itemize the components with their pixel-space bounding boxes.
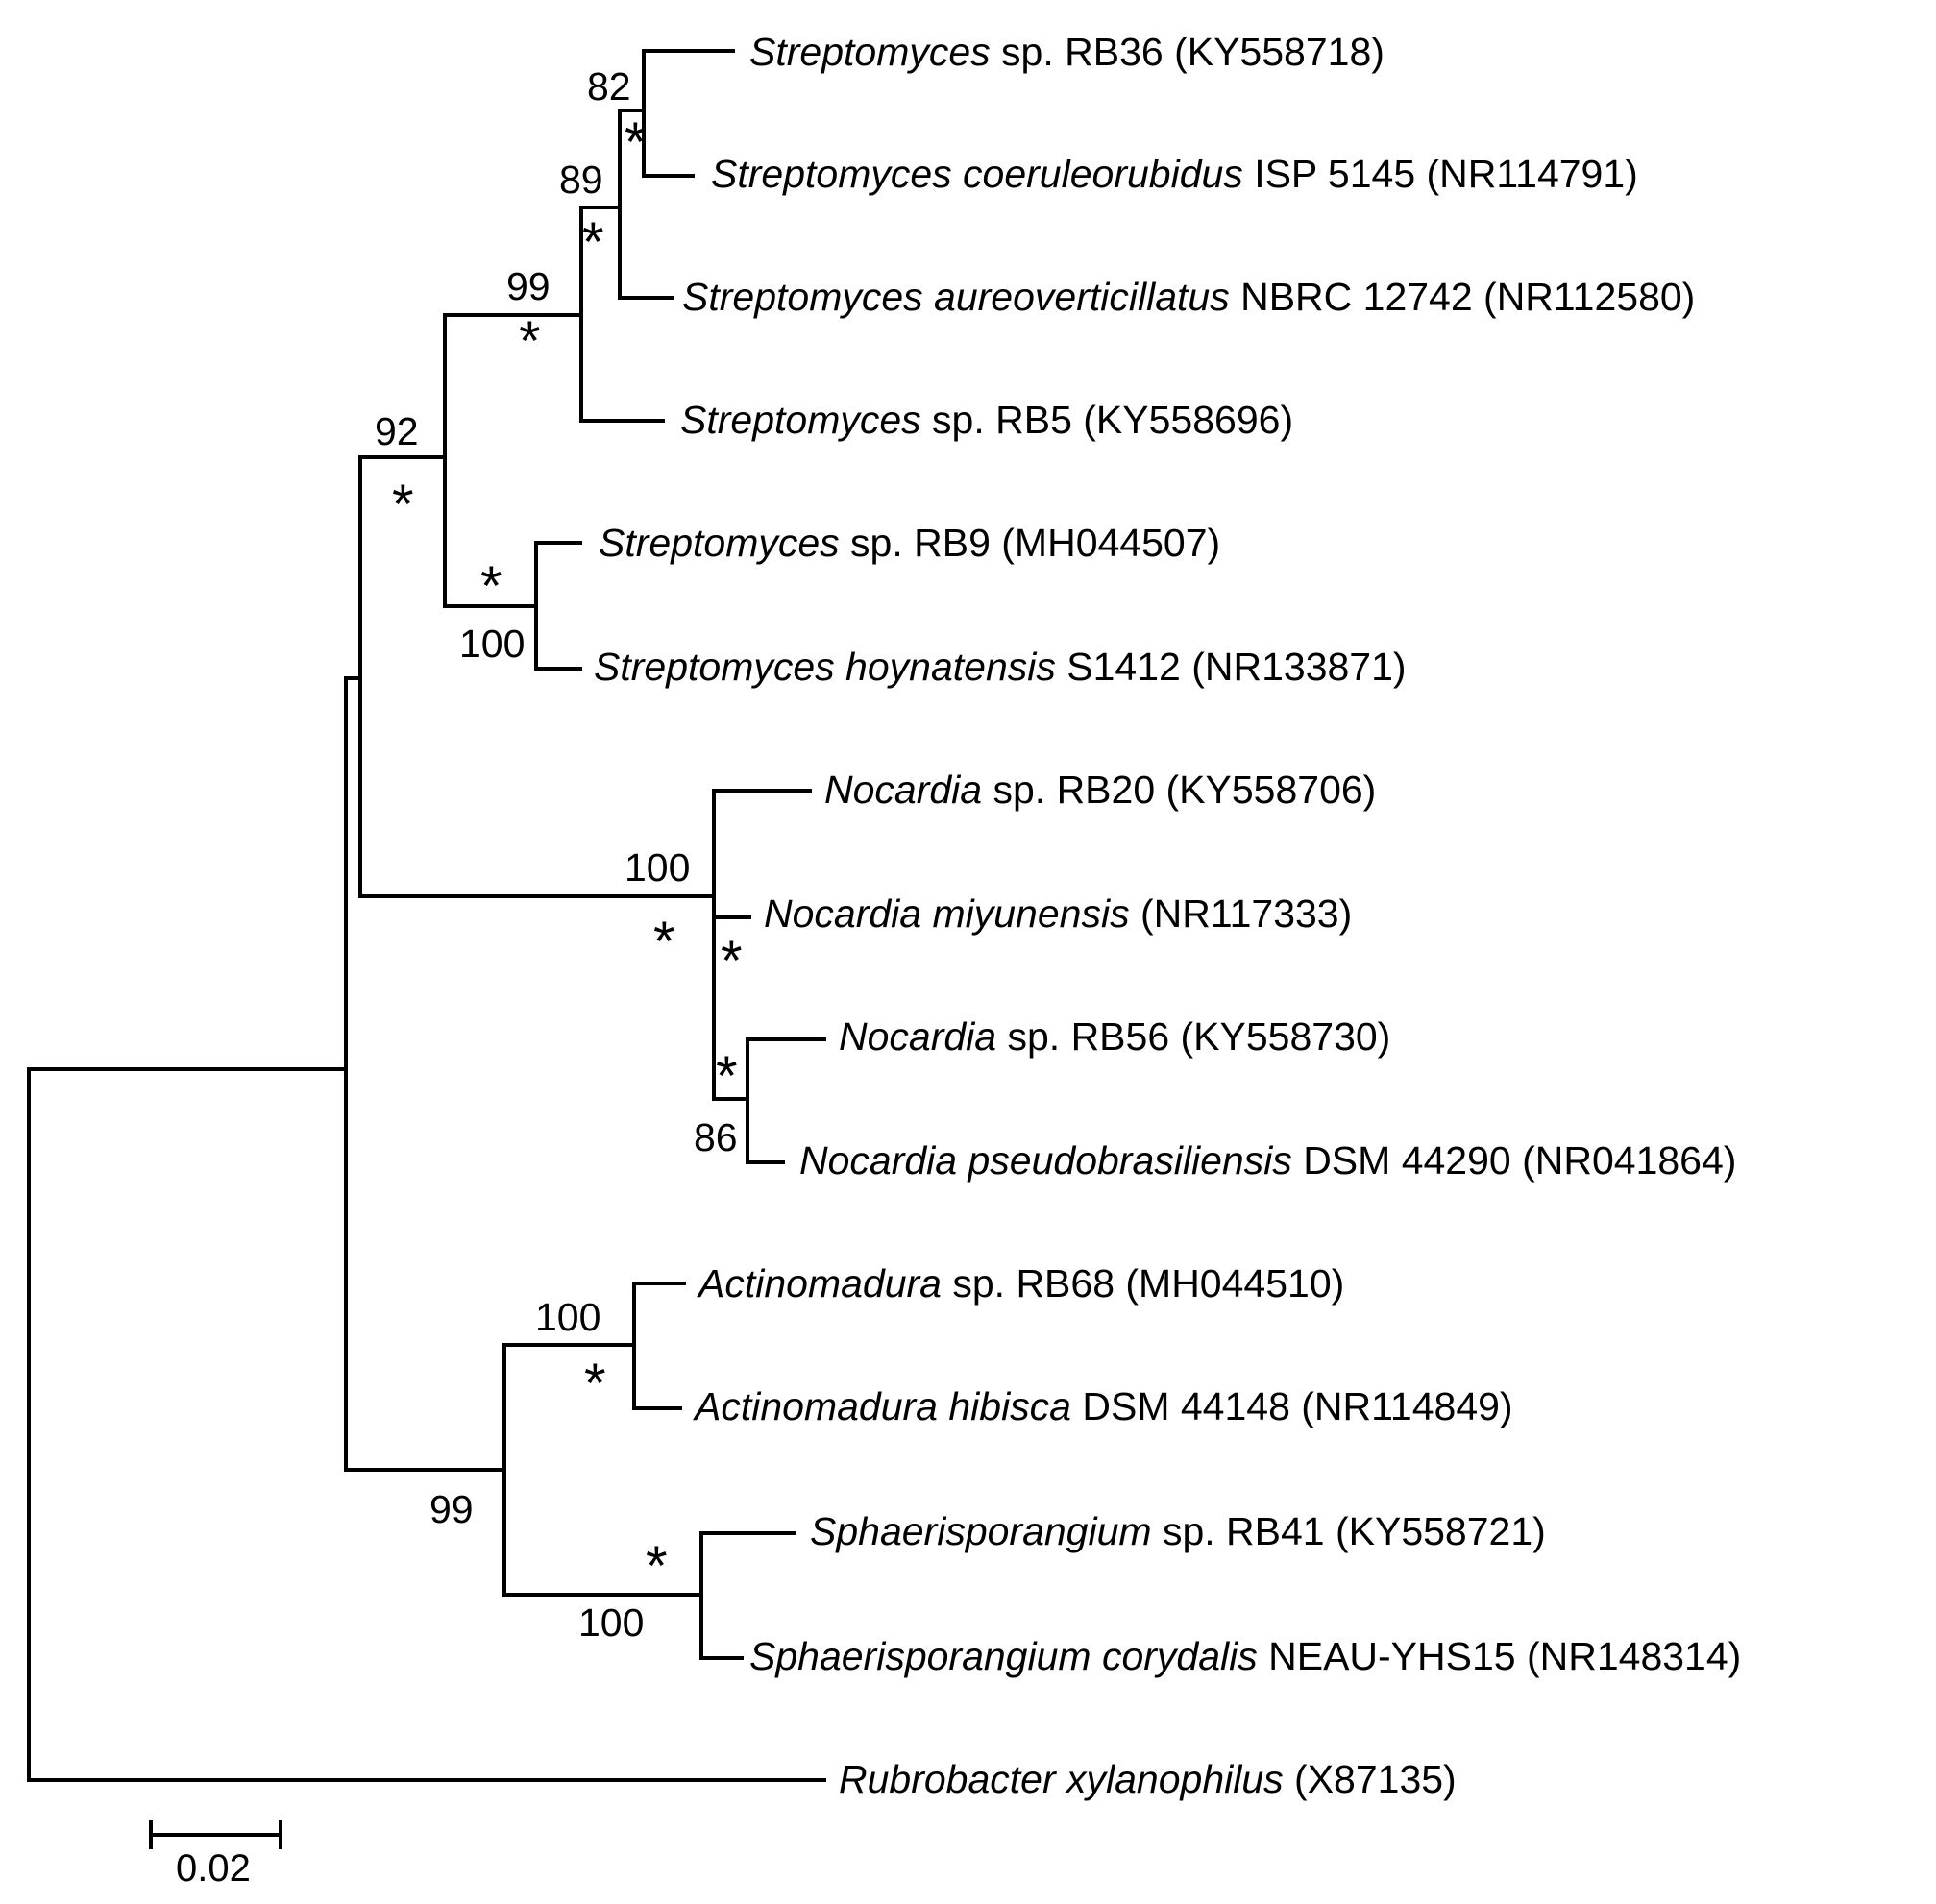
leaf-suffix: DSM 44290 (NR041864) xyxy=(1292,1138,1737,1183)
leaf-label: Streptomyces coeruleorubidus ISP 5145 (N… xyxy=(711,152,1638,196)
scale-bar: 0.02 xyxy=(149,1820,282,1890)
leaf-label: Nocardia sp. RB20 (KY558706) xyxy=(824,768,1376,812)
leaf-genus: Streptomyces xyxy=(599,521,840,565)
bootstrap-value: 99 xyxy=(429,1487,474,1531)
bootstrap-values: 82 89 99 92 100 100 86 100 99 100 xyxy=(375,64,738,1645)
leaf-genus: Streptomyces xyxy=(680,398,921,442)
leaf-label: Nocardia sp. RB56 (KY558730) xyxy=(839,1014,1390,1059)
leaf-epithet: miyunensis xyxy=(921,891,1129,936)
leaf-label: Streptomyces aureoverticillatus NBRC 127… xyxy=(682,275,1695,319)
asterisk-marker: * xyxy=(582,211,604,274)
asterisk-marker: * xyxy=(519,310,541,373)
leaf-suffix: sp. RB36 (KY558718) xyxy=(991,30,1385,74)
leaf-suffix: NEAU-YHS15 (NR148314) xyxy=(1258,1634,1742,1678)
leaf-suffix: sp. RB5 (KY558696) xyxy=(921,398,1293,442)
leaf-suffix: sp. RB9 (MH044507) xyxy=(840,521,1221,565)
bootstrap-value: 99 xyxy=(506,264,551,308)
leaf-epithet: xylanophilus xyxy=(1056,1757,1284,1801)
leaf-genus: Nocardia xyxy=(799,1138,957,1183)
leaf-suffix: NBRC 12742 (NR112580) xyxy=(1230,275,1696,319)
asterisk-marker: * xyxy=(625,111,647,174)
asterisk-marker: * xyxy=(392,474,414,536)
asterisk-marker: * xyxy=(653,911,675,973)
asterisk-marker: * xyxy=(646,1535,668,1598)
leaf-label: Nocardia miyunensis (NR117333) xyxy=(764,891,1352,936)
leaf-suffix: sp. RB20 (KY558706) xyxy=(982,768,1376,812)
bootstrap-value: 86 xyxy=(694,1115,738,1159)
leaf-suffix: S1412 (NR133871) xyxy=(1056,645,1407,689)
leaf-label: Actinomadura hibisca DSM 44148 (NR114849… xyxy=(692,1384,1513,1428)
scale-bar-label: 0.02 xyxy=(176,1847,251,1890)
asterisk-marker: * xyxy=(716,1045,738,1108)
leaf-suffix: (X87135) xyxy=(1284,1757,1457,1801)
leaf-suffix: sp. RB56 (KY558730) xyxy=(996,1014,1390,1059)
asterisk-marker: * xyxy=(480,555,502,618)
leaf-genus: Sphaerisporangium xyxy=(749,1634,1091,1678)
asterisk-markers: * * * * * * * * * * xyxy=(392,111,743,1598)
bootstrap-value: 100 xyxy=(459,622,525,666)
bootstrap-value: 89 xyxy=(559,158,603,202)
leaf-label: Streptomyces sp. RB36 (KY558718) xyxy=(749,30,1385,74)
leaf-genus: Streptomyces xyxy=(711,152,952,196)
leaf-genus: Sphaerisporangium xyxy=(810,1509,1152,1553)
leaf-genus: Rubrobacter xyxy=(839,1757,1058,1801)
bootstrap-value: 92 xyxy=(375,409,419,453)
bootstrap-value: 100 xyxy=(578,1600,644,1645)
leaf-label: Streptomyces sp. RB9 (MH044507) xyxy=(599,521,1220,565)
bootstrap-value: 82 xyxy=(587,64,631,109)
leaf-epithet: aureoverticillatus xyxy=(923,275,1230,319)
leaf-genus: Streptomyces xyxy=(682,275,923,319)
leaf-epithet: corydalis xyxy=(1091,1634,1258,1678)
leaf-label: Sphaerisporangium sp. RB41 (KY558721) xyxy=(810,1509,1546,1553)
leaf-suffix: ISP 5145 (NR114791) xyxy=(1243,152,1638,196)
leaf-label: Rubrobacter xylanophilus (X87135) xyxy=(839,1757,1457,1801)
leaf-suffix: (NR117333) xyxy=(1130,891,1353,936)
bootstrap-value: 100 xyxy=(535,1295,600,1339)
tree-branches xyxy=(27,49,826,1782)
leaf-genus: Nocardia xyxy=(824,768,982,812)
leaf-genus: Streptomyces xyxy=(594,645,835,689)
leaf-suffix: sp. RB41 (KY558721) xyxy=(1152,1509,1546,1553)
leaf-epithet: coeruleorubidus xyxy=(952,152,1243,196)
leaf-epithet: hibisca xyxy=(938,1384,1071,1428)
asterisk-marker: * xyxy=(584,1353,606,1415)
leaf-genus: Nocardia xyxy=(764,891,921,936)
leaf-genus: Actinomadura xyxy=(696,1261,942,1306)
leaf-label: Streptomyces sp. RB5 (KY558696) xyxy=(680,398,1293,442)
leaf-genus: Nocardia xyxy=(839,1014,996,1059)
leaf-label: Actinomadura sp. RB68 (MH044510) xyxy=(696,1261,1344,1306)
leaf-epithet: pseudobrasiliensis xyxy=(957,1138,1292,1183)
leaf-epithet: hoynatensis xyxy=(835,645,1056,689)
leaf-label: Sphaerisporangium corydalis NEAU-YHS15 (… xyxy=(749,1634,1741,1678)
leaf-label: Nocardia pseudobrasiliensis DSM 44290 (N… xyxy=(799,1138,1736,1183)
leaf-genus: Streptomyces xyxy=(749,30,991,74)
bootstrap-value: 100 xyxy=(625,845,690,890)
leaf-label: Streptomyces hoynatensis S1412 (NR133871… xyxy=(594,645,1407,689)
asterisk-marker: * xyxy=(721,930,743,992)
leaf-genus: Actinomadura xyxy=(692,1384,938,1428)
leaf-labels: Streptomyces sp. RB36 (KY558718) Strepto… xyxy=(594,30,1741,1801)
leaf-suffix: sp. RB68 (MH044510) xyxy=(942,1261,1344,1306)
leaf-suffix: DSM 44148 (NR114849) xyxy=(1071,1384,1513,1428)
